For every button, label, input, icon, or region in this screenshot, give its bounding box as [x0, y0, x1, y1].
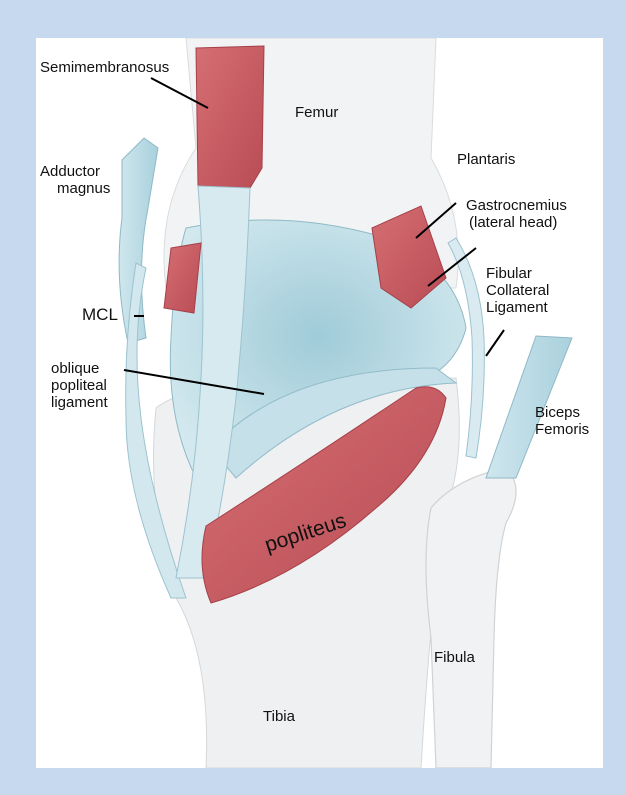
label-oblique-line3: ligament [51, 394, 108, 411]
label-plantaris: Plantaris [457, 151, 515, 168]
label-mcl: MCL [82, 306, 118, 323]
label-oblique-line2: popliteal [51, 377, 108, 394]
label-biceps-line2: Femoris [535, 421, 589, 438]
label-semimembranosus: Semimembranosus [40, 59, 169, 76]
label-fibula: Fibula [434, 649, 475, 666]
label-adductor-line2: magnus [40, 180, 110, 197]
label-gastrocnemius: Gastrocnemius (lateral head) [466, 197, 567, 231]
label-oblique-popliteal-ligament: oblique popliteal ligament [51, 360, 108, 411]
label-fibular-line1: Fibular [486, 265, 549, 282]
label-biceps-line1: Biceps [535, 404, 589, 421]
label-biceps-femoris: Biceps Femoris [535, 404, 589, 438]
label-gastrocnemius-line1: Gastrocnemius [466, 197, 567, 214]
label-tibia: Tibia [263, 708, 295, 725]
illustration-panel: Semimembranosus Femur Adductor magnus Pl… [36, 38, 603, 768]
fibula-bone [426, 468, 516, 768]
label-fibular-line2: Collateral [486, 282, 549, 299]
label-femur: Femur [295, 104, 338, 121]
fibular-collateral-leader [486, 330, 504, 356]
label-fibular-collateral-ligament: Fibular Collateral Ligament [486, 265, 549, 316]
label-gastrocnemius-line2: (lateral head) [466, 214, 567, 231]
label-adductor-magnus: Adductor magnus [40, 163, 110, 197]
knee-illustration [36, 38, 603, 768]
semimembranosus-muscle [196, 46, 264, 188]
label-oblique-line1: oblique [51, 360, 108, 377]
label-adductor-line1: Adductor [40, 163, 110, 180]
label-fibular-line3: Ligament [486, 299, 549, 316]
